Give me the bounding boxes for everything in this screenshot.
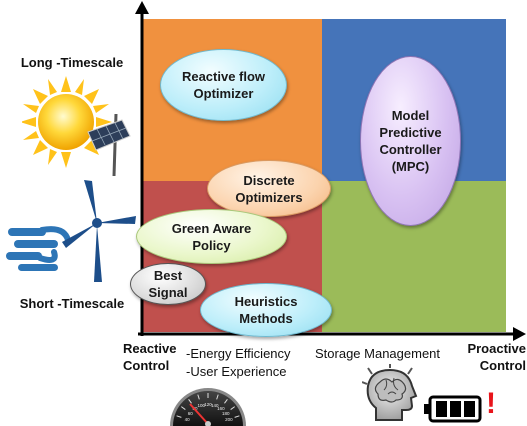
user-experience-label: -User Experience bbox=[186, 364, 287, 379]
gauge-tick-label: 160 bbox=[217, 406, 225, 411]
gauge-tick-label: 140 bbox=[211, 403, 219, 408]
proactive-control-label: Proactive Control bbox=[467, 341, 526, 373]
gauge-tick-label: 100 bbox=[197, 403, 205, 408]
warning-exclamation: ! bbox=[486, 387, 496, 420]
gauge-tick-label: 180 bbox=[222, 411, 230, 416]
heuristics-methods: Heuristics Methods bbox=[200, 283, 332, 337]
gauge-tick bbox=[176, 415, 182, 418]
long-timescale-label: Long -Timescale bbox=[20, 55, 124, 70]
gauge-tick bbox=[216, 394, 219, 400]
gauge-tick-label: 120 bbox=[204, 402, 212, 407]
gauge-tick-label: 200 bbox=[225, 417, 233, 422]
discrete-optimizers: Discrete Optimizers bbox=[207, 160, 331, 217]
gauge-tick bbox=[188, 399, 192, 404]
wind-turbine-icon bbox=[6, 180, 136, 282]
gauge-tick bbox=[224, 399, 228, 404]
gauge-tick bbox=[197, 394, 200, 400]
energy-efficiency-label: -Energy Efficiency bbox=[186, 346, 291, 361]
short-timescale-label: Short -Timescale bbox=[19, 296, 125, 311]
reactive-flow-optimizer: Reactive flow Optimizer bbox=[160, 49, 287, 121]
battery-icon bbox=[424, 395, 482, 423]
gauge-tick-label: 60 bbox=[188, 411, 194, 416]
sun-solar-panel-icon bbox=[22, 76, 131, 177]
best-signal: Best Signal bbox=[130, 263, 206, 305]
storage-management-label: Storage Management bbox=[315, 346, 441, 361]
speedometer-icon: 406080100120140160180200 bbox=[170, 388, 246, 426]
gauge-tick bbox=[181, 406, 186, 410]
brain-head-icon bbox=[362, 364, 418, 421]
reactive-control-label: Reactive Control bbox=[123, 341, 177, 373]
gauge-tick bbox=[234, 415, 240, 418]
green-aware-policy: Green Aware Policy bbox=[136, 209, 287, 264]
gauge-tick bbox=[230, 406, 235, 410]
model-predictive-controller: Model Predictive Controller (MPC) bbox=[360, 56, 461, 226]
gauge-tick-label: 40 bbox=[185, 417, 191, 422]
